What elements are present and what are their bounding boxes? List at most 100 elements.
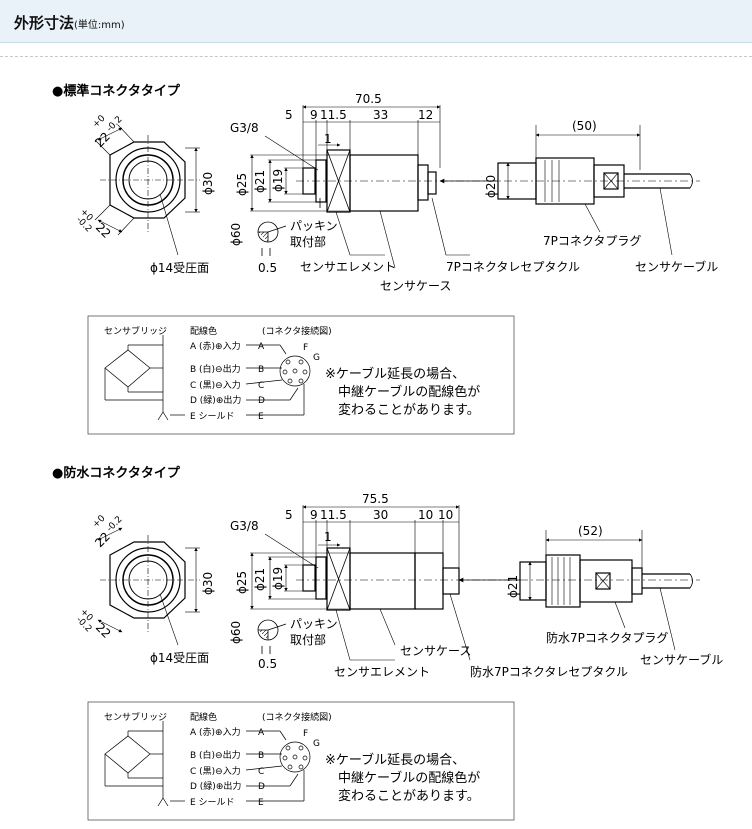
plug-label: 7Pコネクタプラグ [543, 234, 641, 248]
packing-label-2: 取付部 [290, 234, 326, 249]
packing-label-1b: パッキン [290, 617, 338, 631]
plug-dims [506, 125, 641, 200]
receptacle-label: 7Pコネクタレセプタクル [446, 260, 580, 274]
front-view-hex-2 [97, 527, 200, 646]
wiring-box-1: センサブリッジ 配線色 (コネクタ接続図) A (赤)⊕入力 B (白)⊖出力 … [87, 315, 515, 435]
dim-0-5: 0.5 [258, 261, 277, 275]
section-title-standard: ●標準コネクタタイプ [52, 84, 180, 99]
section-divider [0, 56, 752, 57]
pressure-face-label-2: ϕ14受圧面 [150, 651, 209, 665]
wire-row-d-2: D (緑)⊕出力 [190, 780, 241, 792]
waterproof-drawing: 22 +0 -0.2 22 +0 -0.2 ϕ30 ϕ14受圧面 75.5 5 … [74, 492, 723, 679]
wire-row-c: C (黒)⊖入力 [190, 379, 241, 391]
phi19-dim-2: ϕ19 [271, 567, 285, 590]
dim-30: 30 [373, 508, 388, 522]
top-dimensions-2 [302, 505, 460, 568]
wire-row-b-2: B (白)⊖出力 [190, 749, 241, 761]
pin-e-2: E [258, 798, 264, 808]
note-line-2: 中継ケーブルの配線色が [338, 384, 480, 400]
connector-plug [497, 157, 693, 205]
page-header: 外形寸法(単位:mm) [0, 0, 752, 43]
pin-f-2: F [303, 729, 308, 739]
note-line-2b: 中継ケーブルの配線色が [338, 770, 480, 786]
dim-0-5-2: 0.5 [258, 657, 277, 671]
hex-dim-bottom-2: 22 [93, 620, 114, 641]
color-head: 配線色 [190, 325, 217, 337]
thread-label-2: G3/8 [230, 519, 259, 533]
pin-a: A [258, 342, 265, 352]
dim-9-2: 9 [310, 508, 318, 522]
phi21-dim: ϕ21 [253, 170, 267, 193]
pin-a-2: A [258, 728, 265, 738]
color-head-2: 配線色 [190, 711, 217, 723]
plug-dims-2 [528, 530, 643, 601]
packing-detail-2 [257, 619, 287, 654]
thread-leader-2 [264, 533, 319, 569]
phi21-dim-2: ϕ21 [253, 568, 267, 591]
dim-5: 5 [285, 108, 293, 122]
wire-row-e: E シールド [190, 412, 235, 422]
leader-lines [335, 187, 673, 269]
packing-label-1: パッキン [290, 219, 338, 233]
receptacle-label-2: 防水7Pコネクタレセプタクル [470, 664, 628, 679]
cable-length-dim-2: (52) [578, 524, 603, 538]
bridge-label: センサブリッジ [104, 325, 167, 337]
unit-label: (単位:mm) [74, 20, 125, 31]
note-line-1: ※ケーブル延長の場合、 [325, 366, 465, 382]
cable-label-2: センサケーブル [640, 652, 723, 667]
wire-row-a: A (赤)⊕入力 [190, 340, 241, 352]
phi60-dim-2: ϕ60 [229, 621, 243, 644]
dim-10b: 10 [438, 508, 453, 522]
packing-label-2b: 取付部 [290, 632, 326, 647]
phi19-dim: ϕ19 [271, 169, 285, 192]
page-title: 外形寸法(単位:mm) [14, 14, 125, 32]
pin-d: D [258, 396, 265, 406]
tol-bot-3: -0.2 [105, 515, 124, 534]
wire-row-d: D (緑)⊕出力 [190, 394, 241, 406]
dim-33: 33 [373, 108, 388, 122]
connector-head-2: (コネクタ接続図) [262, 711, 332, 723]
note-line-1b: ※ケーブル延長の場合、 [325, 752, 465, 768]
dim-12: 12 [418, 108, 433, 122]
phi25-dim-2: ϕ25 [235, 571, 249, 594]
wire-row-c-2: C (黒)⊖入力 [190, 765, 241, 777]
pin-e: E [258, 412, 264, 422]
pin-f: F [303, 343, 308, 353]
connector-head: (コネクタ接続図) [262, 325, 332, 337]
tol-bot: -0.2 [105, 115, 124, 134]
note-line-3: 変わることがあります。 [338, 402, 480, 418]
pin-g: G [313, 353, 320, 363]
thread-leader [264, 135, 319, 171]
wire-row-b: B (白)⊖出力 [190, 363, 241, 375]
phi21-plug-dim: ϕ21 [506, 575, 520, 598]
standard-drawing: 22 +0 -0.2 22 +0 -0.2 ϕ30 ϕ14受圧面 70.5 5 … [74, 92, 718, 293]
top-dimensions [302, 105, 441, 170]
total-length-dim: 70.5 [355, 92, 382, 106]
phi30-dim: ϕ30 [201, 172, 215, 195]
bridge-label-2: センサブリッジ [104, 711, 167, 723]
cable-length-dim: (50) [572, 119, 597, 133]
wire-row-a-2: A (赤)⊕入力 [190, 726, 241, 738]
total-length-dim-2: 75.5 [362, 492, 389, 506]
phi20-dim: ϕ20 [484, 175, 498, 198]
case-label-2: センサケース [400, 644, 471, 658]
dim-9: 9 [310, 108, 318, 122]
phi30-dim-2: ϕ30 [201, 572, 215, 595]
pin-c: C [258, 381, 264, 391]
hex-dim-bottom: 22 [93, 220, 114, 241]
dim-11-5-2: 11.5 [320, 508, 347, 522]
leader-lines-2 [335, 587, 676, 661]
packing-detail [257, 221, 287, 256]
phi60-dim: ϕ60 [229, 223, 243, 246]
dim-10a: 10 [418, 508, 433, 522]
dim-1-2: 1 [324, 530, 332, 544]
side-view-body [296, 149, 700, 213]
vertical-dimensions-2 [250, 552, 350, 610]
section-title-waterproof: ●防水コネクタタイプ [52, 466, 180, 481]
pin-b-2: B [258, 751, 264, 761]
connector-plug-2 [519, 554, 693, 608]
dim-5-2: 5 [285, 508, 293, 522]
pin-b: B [258, 365, 264, 375]
element-label-2: センサエレメント [334, 665, 430, 679]
